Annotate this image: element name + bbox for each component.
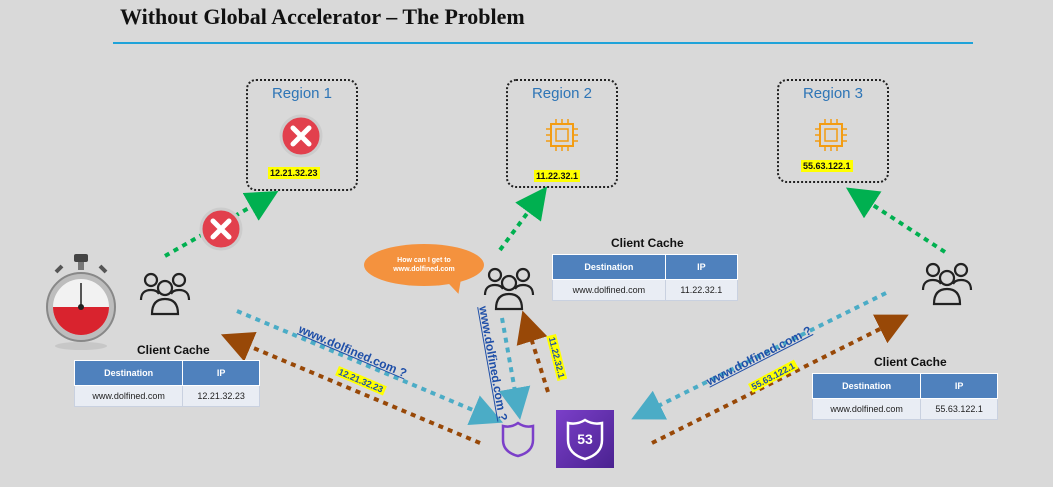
answer-arrow-left xyxy=(220,331,481,445)
region-1-label: Region 1 xyxy=(271,85,333,102)
cache-header-destination: Destination xyxy=(73,360,184,386)
cache-ip: 11.22.32.1 xyxy=(664,279,739,301)
cache-destination: www.dolfined.com xyxy=(73,385,184,407)
table-row: www.dolfined.com 12.21.32.23 xyxy=(73,385,260,407)
users-icon-center xyxy=(483,267,535,311)
stopwatch-icon xyxy=(46,254,116,350)
answer-arrow-center xyxy=(516,310,550,393)
access-arrow-region3 xyxy=(845,187,947,254)
cache-destination: www.dolfined.com xyxy=(811,398,922,420)
route53-icon: 53 xyxy=(556,410,614,468)
chip-icon xyxy=(815,119,847,151)
cache-header-destination: Destination xyxy=(552,254,666,280)
cache-table-center: Destination IP www.dolfined.com 11.22.32… xyxy=(552,254,739,301)
region-3-label: Region 3 xyxy=(802,85,864,102)
cache-title-left: Client Cache xyxy=(137,343,210,357)
bubble-line-2: www.dolfined.com xyxy=(393,266,455,273)
table-row: www.dolfined.com 11.22.32.1 xyxy=(552,279,739,301)
table-row: www.dolfined.com 55.63.122.1 xyxy=(811,398,998,420)
page-title: Without Global Accelerator – The Problem xyxy=(120,4,525,29)
cache-destination: www.dolfined.com xyxy=(552,279,666,301)
shield-icon xyxy=(501,421,535,458)
cache-title-right: Client Cache xyxy=(874,355,947,369)
region-2-ip: 11.22.32.1 xyxy=(534,170,581,182)
region-2-box: Region 2 11.22.32.1 xyxy=(506,79,618,188)
cache-ip: 12.21.32.23 xyxy=(182,385,260,407)
question-bubble: How can I get to www.dolfined.com xyxy=(364,244,484,286)
cache-header-ip: IP xyxy=(182,360,260,386)
region-2-label: Region 2 xyxy=(531,85,593,102)
query-arrow-left xyxy=(236,309,504,426)
cache-table-left: Destination IP www.dolfined.com 12.21.32… xyxy=(73,360,260,407)
users-icon-right xyxy=(921,262,973,306)
access-arrow-region2 xyxy=(498,186,548,252)
blocked-icon xyxy=(199,207,243,251)
cache-table-right: Destination IP www.dolfined.com 55.63.12… xyxy=(811,373,998,420)
region-1-ip: 12.21.32.23 xyxy=(268,167,320,179)
cache-title-center: Client Cache xyxy=(611,236,684,250)
title-divider xyxy=(113,42,973,44)
chip-icon xyxy=(546,119,578,151)
error-icon xyxy=(279,114,323,158)
route53-label: 53 xyxy=(577,431,593,447)
cache-header-ip: IP xyxy=(920,373,998,399)
region-3-ip: 55.63.122.1 xyxy=(801,160,853,172)
cache-header-ip: IP xyxy=(664,254,739,280)
region-3-box: Region 3 55.63.122.1 xyxy=(777,79,889,183)
users-icon-left xyxy=(139,272,191,316)
cache-header-destination: Destination xyxy=(811,373,922,399)
cache-ip: 55.63.122.1 xyxy=(920,398,998,420)
region-1-box: Region 1 12.21.32.23 xyxy=(246,79,358,191)
bubble-line-1: How can I get to xyxy=(397,257,451,264)
